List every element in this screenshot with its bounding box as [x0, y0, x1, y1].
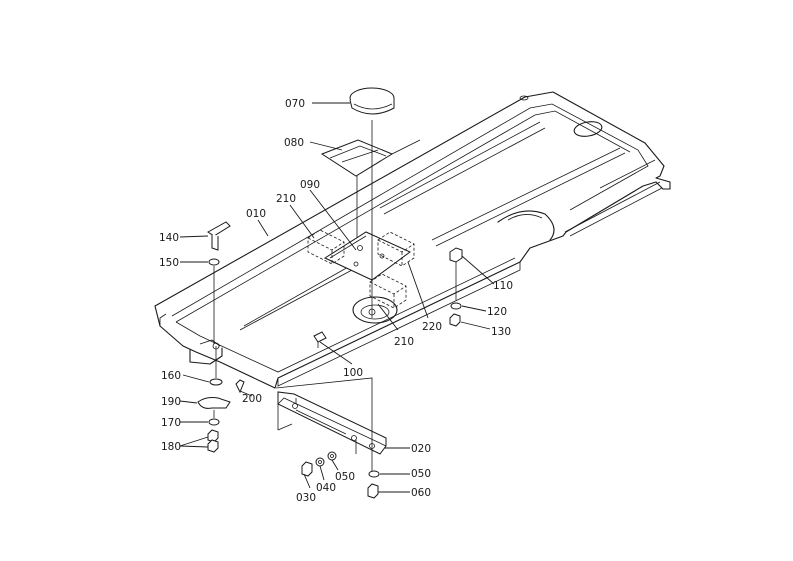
fasteners-bottom	[301, 451, 380, 499]
left-hardware	[197, 221, 245, 453]
center-bracket	[323, 231, 411, 281]
callout-210-top: 210	[276, 193, 296, 205]
callout-100: 100	[343, 367, 363, 379]
dashed-blocks	[307, 229, 415, 309]
callout-200: 200	[242, 393, 262, 405]
floor-plate	[154, 91, 671, 389]
right-hardware	[449, 247, 463, 327]
callout-180: 180	[161, 441, 181, 453]
callout-190: 190	[161, 396, 181, 408]
callout-060: 060	[411, 487, 431, 499]
callout-150: 150	[159, 257, 179, 269]
callout-220: 220	[422, 321, 442, 333]
plate-080	[320, 139, 394, 177]
callout-120: 120	[487, 306, 507, 318]
bracket-020	[277, 391, 387, 455]
clip-100	[313, 331, 327, 348]
callout-160: 160	[161, 370, 181, 382]
callout-050-right: 050	[411, 468, 431, 480]
callout-140: 140	[159, 232, 179, 244]
callout-010: 010	[246, 208, 266, 220]
leader-lines	[179, 102, 495, 493]
callout-040: 040	[316, 482, 336, 494]
cap-070	[349, 87, 395, 115]
callout-080: 080	[284, 137, 304, 149]
callout-210-bottom: 210	[394, 336, 414, 348]
callout-050-left: 050	[335, 471, 355, 483]
callout-labels: 070 080 090 210 010 140 150 110 120 130 …	[159, 98, 513, 504]
callout-090: 090	[300, 179, 320, 191]
callout-020: 020	[411, 443, 431, 455]
callout-130: 130	[491, 326, 511, 338]
callout-170: 170	[161, 417, 181, 429]
callout-030: 030	[296, 492, 316, 504]
callout-110: 110	[493, 280, 513, 292]
callout-070: 070	[285, 98, 305, 110]
bracket-guide-lines	[275, 377, 373, 472]
